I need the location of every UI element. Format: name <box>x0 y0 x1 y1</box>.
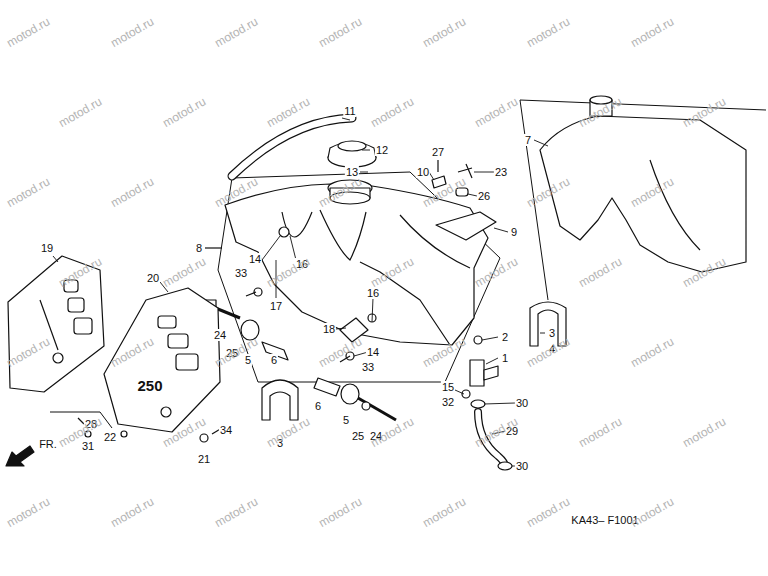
watermark: motod.ru <box>629 15 677 50</box>
model-number: 250 <box>136 380 163 392</box>
watermark: motod.ru <box>109 175 157 210</box>
callout-number: 16 <box>366 287 380 299</box>
callout-number: 5 <box>244 354 252 366</box>
watermark: motod.ru <box>265 415 313 450</box>
callout-number: 32 <box>441 396 455 408</box>
watermark: motod.ru <box>57 95 105 130</box>
watermark: motod.ru <box>317 495 365 530</box>
callout-number: 34 <box>219 424 233 436</box>
callout-number: 30 <box>515 397 529 409</box>
watermark: motod.ru <box>525 495 573 530</box>
callout-number: 5 <box>342 414 350 426</box>
watermark: motod.ru <box>577 415 625 450</box>
callout-number: 30 <box>515 460 529 472</box>
callout-number: 6 <box>270 354 278 366</box>
watermark: motod.ru <box>317 15 365 50</box>
callout-number: 23 <box>494 166 508 178</box>
watermark: motod.ru <box>161 95 209 130</box>
watermark: motod.ru <box>369 415 417 450</box>
callout-number: 22 <box>103 431 117 443</box>
callout-number: 3 <box>548 327 556 339</box>
callout-number: 10 <box>416 166 430 178</box>
watermark: motod.ru <box>473 95 521 130</box>
callout-number: 33 <box>234 267 248 279</box>
callout-number: 24 <box>213 329 227 341</box>
watermark: motod.ru <box>213 495 261 530</box>
watermark: motod.ru <box>421 15 469 50</box>
watermark: motod.ru <box>5 15 53 50</box>
callout-number: 31 <box>81 440 95 452</box>
callout-number: 21 <box>197 453 211 465</box>
watermark: motod.ru <box>317 335 365 370</box>
watermark: motod.ru <box>525 15 573 50</box>
callout-number: 14 <box>366 346 380 358</box>
callout-number: 1 <box>501 352 509 364</box>
callout-number: 2 <box>501 331 509 343</box>
watermark: motod.ru <box>473 255 521 290</box>
callout-number: 6 <box>314 400 322 412</box>
callout-number: 20 <box>146 272 160 284</box>
callout-number: 15 <box>441 381 455 393</box>
callout-number: 17 <box>269 300 283 312</box>
callout-number: 25 <box>351 430 365 442</box>
callout-number: 33 <box>361 361 375 373</box>
watermark: motod.ru <box>109 495 157 530</box>
watermark: motod.ru <box>577 255 625 290</box>
callout-number: 7 <box>524 134 532 146</box>
watermark: motod.ru <box>109 15 157 50</box>
watermark: motod.ru <box>369 95 417 130</box>
watermark: motod.ru <box>629 335 677 370</box>
watermark: motod.ru <box>421 495 469 530</box>
callout-number: 11 <box>343 105 356 117</box>
callout-number: 14 <box>248 253 262 265</box>
watermark: motod.ru <box>213 15 261 50</box>
watermark: motod.ru <box>5 495 53 530</box>
callout-number: 9 <box>510 226 518 238</box>
callout-number: 27 <box>431 146 445 158</box>
callout-number: 26 <box>477 190 491 202</box>
callout-number: 19 <box>40 242 54 254</box>
callout-number: 12 <box>375 144 389 156</box>
callout-number: 8 <box>195 242 203 254</box>
front-arrow-label: FR. <box>38 438 58 450</box>
watermark: motod.ru <box>629 495 677 530</box>
callout-number: 18 <box>322 323 336 335</box>
watermark: motod.ru <box>5 175 53 210</box>
watermark: motod.ru <box>161 255 209 290</box>
watermark: motod.ru <box>681 415 729 450</box>
